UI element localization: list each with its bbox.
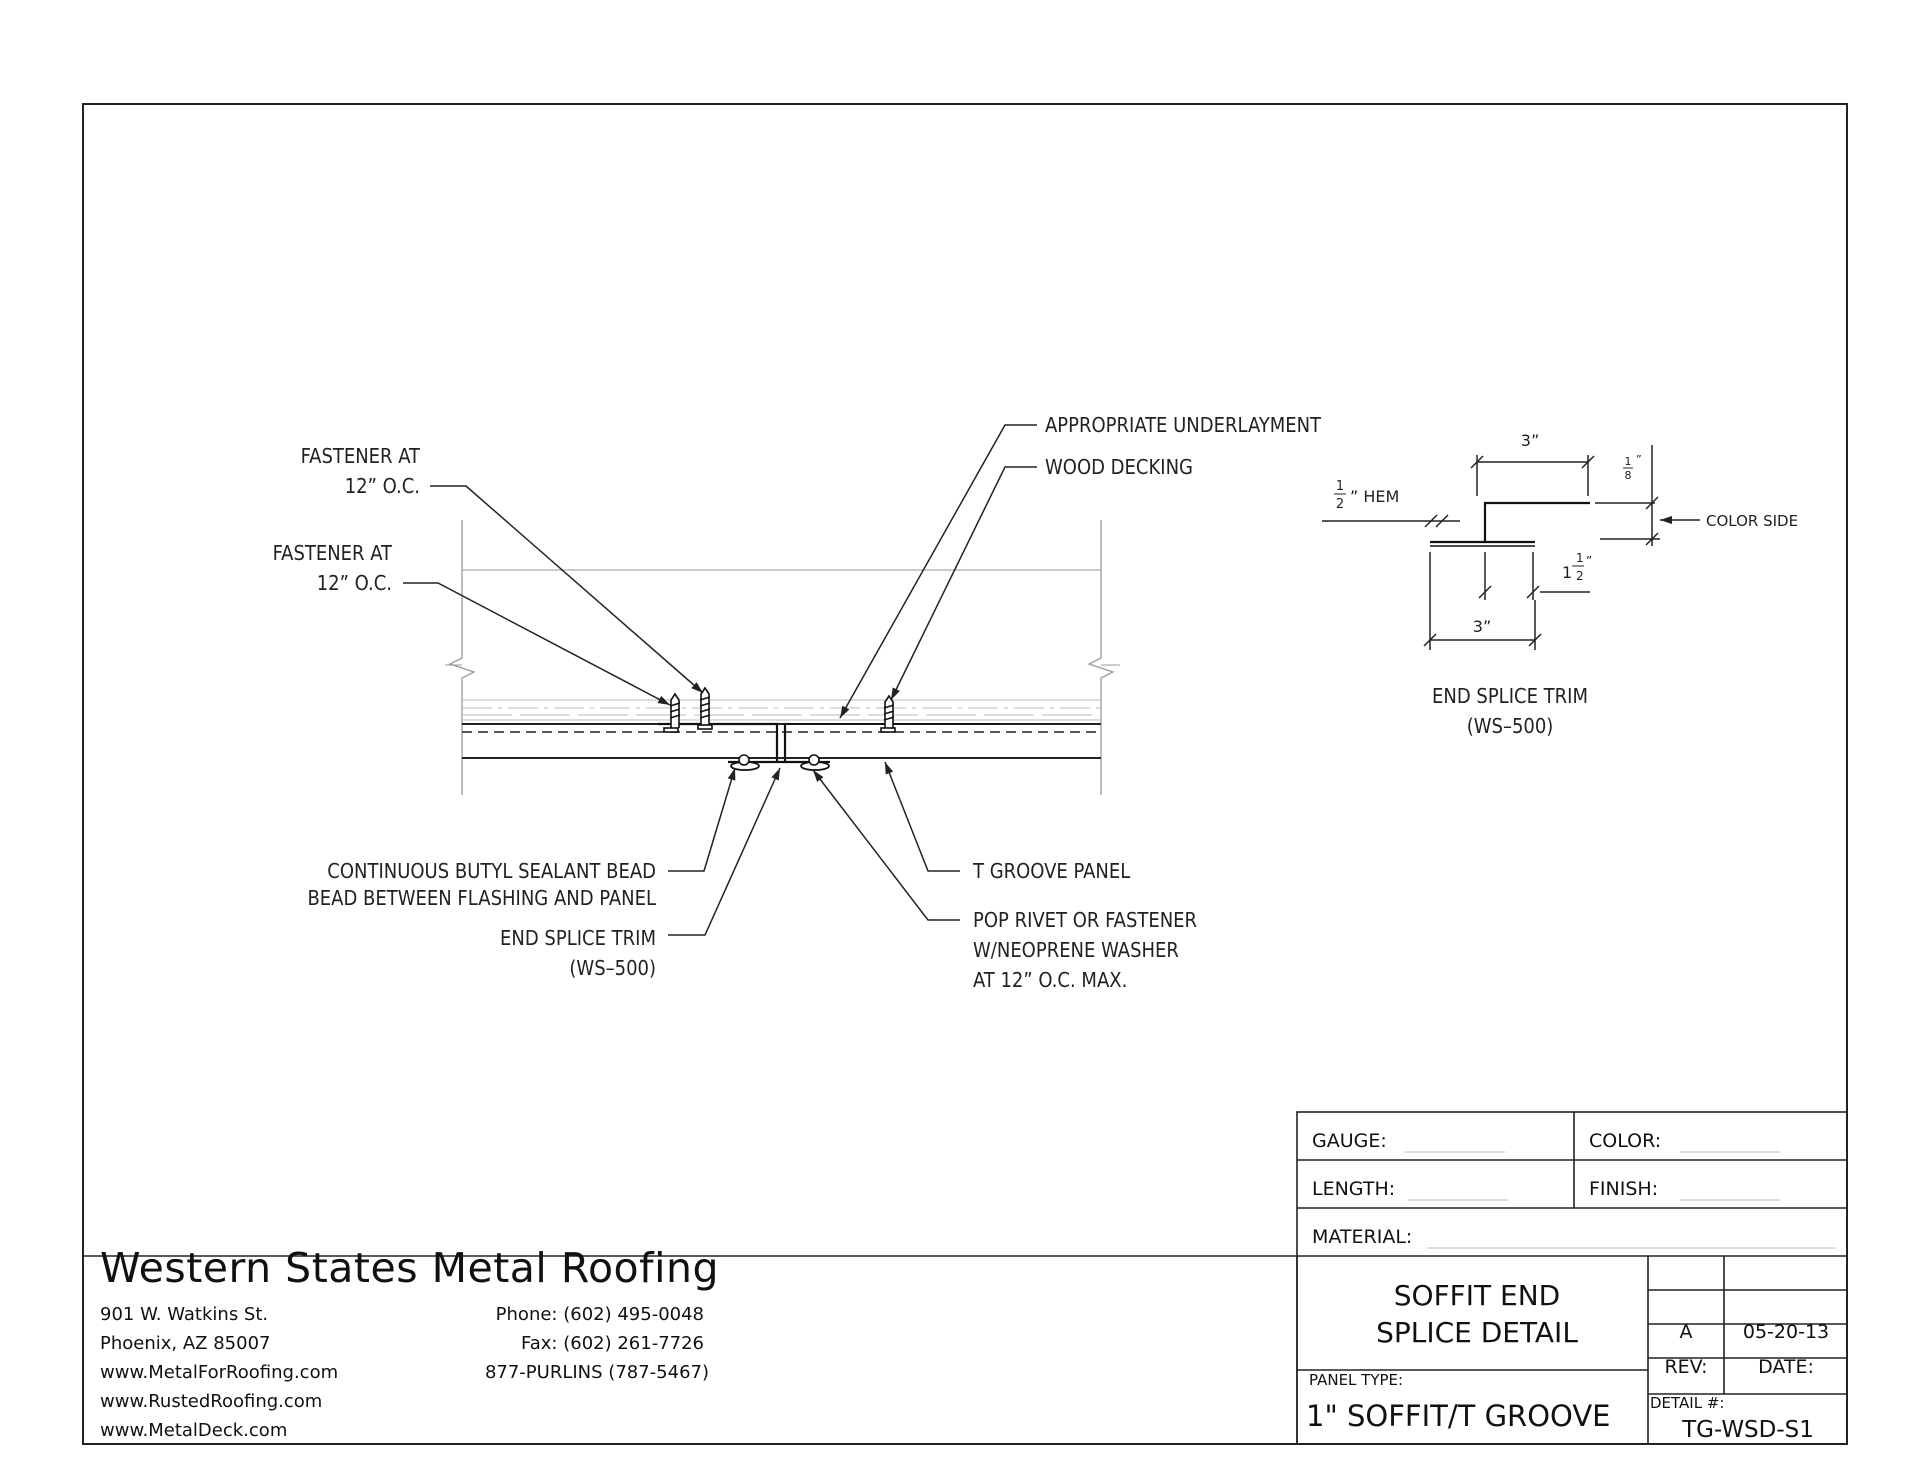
drawing-title-line2: SPLICE DETAIL [1376, 1316, 1578, 1349]
pop-rivet-left [738, 754, 750, 766]
length-label: LENGTH: [1312, 1178, 1395, 1200]
drawing-title-line1: SOFFIT END [1394, 1279, 1560, 1312]
fastener-screw-2 [697, 686, 713, 730]
leader-wood-decking [890, 466, 1037, 701]
company-name: Western States Metal Roofing [100, 1244, 719, 1292]
date-value: 05-20-13 [1743, 1321, 1829, 1343]
dim-gap-unit: ” [1636, 453, 1642, 466]
dim-top-width: 3” [1521, 431, 1539, 450]
label-end-splice-line1: END SPLICE TRIM [500, 926, 656, 950]
date-label: DATE: [1758, 1356, 1814, 1378]
panel-type-label: PANEL TYPE: [1309, 1371, 1403, 1389]
leader-pop-rivet [812, 769, 960, 921]
label-t-groove: T GROOVE PANEL [972, 859, 1130, 883]
leader-t-groove [884, 761, 960, 872]
dim-hem-num: 1 [1336, 479, 1344, 494]
section-view [445, 520, 1120, 795]
dim-bottom-width: 3” [1473, 617, 1491, 636]
leader-fastener-2 [403, 582, 671, 706]
dim-step-den: 2 [1576, 569, 1584, 583]
detail-number-label: DETAIL #: [1650, 1394, 1724, 1412]
leader-end-splice [668, 767, 781, 936]
dim-step-unit: ” [1586, 554, 1592, 568]
left-break-line [448, 520, 476, 795]
gauge-label: GAUGE: [1312, 1130, 1387, 1152]
label-color-side: COLOR SIDE [1706, 512, 1798, 530]
fastener-screws [663, 686, 896, 733]
label-butyl-line2: BEAD BETWEEN FLASHING AND PANEL [307, 886, 656, 910]
dim-step-num: 1 [1576, 551, 1584, 565]
pop-rivet-right [808, 754, 820, 766]
leader-lines [403, 424, 1037, 936]
label-pop-rivet-line2: W/NEOPRENE WASHER [973, 938, 1179, 962]
company-address-line2: Phoenix, AZ 85007 [100, 1333, 271, 1354]
company-phone: Phone: (602) 495-0048 [495, 1304, 704, 1325]
rev-value: A [1680, 1321, 1693, 1343]
dim-hem-text: ” HEM [1350, 487, 1399, 506]
label-wood-decking: WOOD DECKING [1045, 455, 1193, 479]
label-end-splice-line2: (WS–500) [569, 956, 656, 980]
fastener-screw-3 [880, 694, 896, 733]
company-website-3[interactable]: www.MetalDeck.com [100, 1420, 288, 1441]
label-pop-rivet-line3: AT 12” O.C. MAX. [973, 968, 1127, 992]
color-label: COLOR: [1589, 1130, 1661, 1152]
company-tollfree: 877-PURLINS (787-5467) [484, 1362, 709, 1383]
company-website-2[interactable]: www.RustedRoofing.com [100, 1391, 323, 1412]
right-break-line [1087, 520, 1115, 795]
leader-butyl [668, 767, 736, 872]
material-label: MATERIAL: [1312, 1226, 1412, 1248]
trim-detail-labels: 3” 3” 1 2 ” HEM 1 8 ” 1 1 2 ” COLOR SIDE… [1334, 431, 1798, 738]
leader-fastener-1 [430, 485, 704, 694]
trim-detail [1322, 445, 1700, 650]
title-block-text: GAUGE: COLOR: LENGTH: FINISH: MATERIAL: … [1306, 1130, 1829, 1443]
trim-profile [1483, 501, 1590, 544]
company-fax: Fax: (602) 261-7726 [521, 1333, 704, 1354]
wood-decking-hatch [462, 699, 1101, 721]
callout-labels: FASTENER AT 12” O.C. FASTENER AT 12” O.C… [273, 413, 1322, 992]
dim-gap-num: 1 [1625, 455, 1632, 468]
sheet-border [82, 103, 1848, 1445]
detail-number: TG-WSD-S1 [1681, 1417, 1814, 1443]
company-website-1[interactable]: www.MetalForRoofing.com [100, 1362, 339, 1383]
title-block [83, 1111, 1848, 1445]
label-fastener-2-line2: 12” O.C. [317, 571, 392, 595]
rev-label: REV: [1664, 1356, 1707, 1378]
label-butyl-line1: CONTINUOUS BUTYL SEALANT BEAD [327, 859, 656, 883]
label-fastener-2-line1: FASTENER AT [273, 541, 393, 565]
leader-underlayment [839, 424, 1037, 719]
dim-gap-den: 8 [1625, 469, 1632, 482]
label-underlayment: APPROPRIATE UNDERLAYMENT [1045, 413, 1322, 437]
label-fastener-1-line2: 12” O.C. [345, 474, 420, 498]
dim-step-whole: 1 [1562, 563, 1572, 582]
dim-hem-den: 2 [1336, 497, 1344, 512]
trim-caption-line2: (WS–500) [1467, 714, 1554, 738]
trim-caption-line1: END SPLICE TRIM [1432, 684, 1588, 708]
panel-type-value: 1" SOFFIT/T GROOVE [1306, 1399, 1611, 1433]
company-address-line1: 901 W. Watkins St. [100, 1304, 269, 1325]
label-pop-rivet-line1: POP RIVET OR FASTENER [973, 908, 1197, 932]
finish-label: FINISH: [1589, 1178, 1658, 1200]
fastener-screw-1 [663, 692, 681, 733]
label-fastener-1-line1: FASTENER AT [301, 444, 421, 468]
